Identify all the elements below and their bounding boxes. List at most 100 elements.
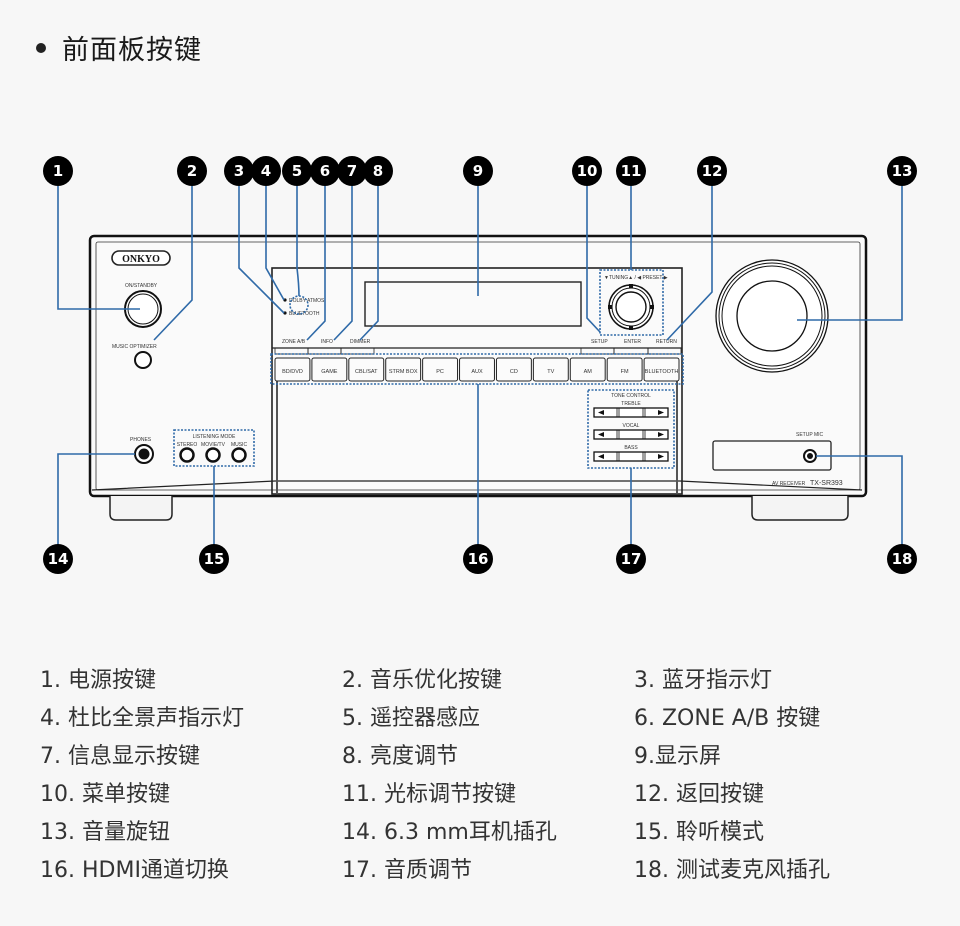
legend-item: 10. 菜单按键 [40, 782, 170, 807]
callout-number: 11 [621, 162, 642, 180]
stereo-button[interactable] [179, 447, 195, 463]
input-selector-label: BD/DVD [282, 369, 303, 375]
bluetooth-led-label: BLUETOOTH [289, 311, 320, 317]
input-selector-button[interactable] [643, 357, 680, 382]
callout-badge [887, 156, 917, 186]
music-optimizer-label: MUSIC OPTIMIZER [112, 344, 157, 350]
tone-slider[interactable] [593, 451, 669, 462]
input-selector-button[interactable] [495, 357, 532, 382]
legend-item: 13. 音量旋钮 [40, 820, 170, 845]
callout-number: 17 [621, 550, 642, 568]
callout-number: 15 [204, 550, 225, 568]
input-selector-highlight [270, 353, 684, 385]
music-optimizer-button[interactable] [134, 351, 152, 369]
input-selector-label: TV [547, 369, 554, 375]
callout-badge [616, 544, 646, 574]
tuning-preset-label: ▼TUNING▲ / ◀ PRESET ▶ [604, 275, 668, 281]
input-selector-button[interactable] [606, 357, 643, 382]
tone-row-label: VOCAL [623, 423, 640, 429]
legend-item: 3. 蓝牙指示灯 [634, 668, 772, 693]
info-label: INFO [321, 339, 333, 345]
input-selector-label: AM [584, 369, 593, 375]
input-selector-label: CD [510, 369, 518, 375]
movie-tv-label: MOVIE/TV [201, 442, 226, 448]
front-panel-diagram: ONKYO ON/STANDBY MUSIC OPTIMIZER DOLBY A… [43, 156, 917, 574]
legend-item: 1. 电源按键 [40, 668, 156, 693]
volume-knob[interactable] [715, 259, 829, 373]
callout-badge [251, 156, 281, 186]
callout-number: 12 [702, 162, 723, 180]
callout-badge [887, 544, 917, 574]
callout-number: 4 [261, 162, 271, 180]
legend-item: 18. 测试麦克风插孔 [634, 858, 830, 883]
music-label: MUSIC [231, 442, 248, 448]
arrow-right-icon[interactable] [658, 432, 664, 437]
music-button[interactable] [231, 447, 247, 463]
callout-badge [572, 156, 602, 186]
dimmer-label: DIMMER [350, 339, 371, 345]
phones-jack[interactable] [134, 444, 154, 464]
callout-badge [224, 156, 254, 186]
tone-control-label: TONE CONTROL [611, 393, 651, 399]
arrow-right-icon[interactable] [658, 454, 664, 459]
tone-row-label: TREBLE [621, 401, 641, 407]
callout-badge [337, 156, 367, 186]
callout-number: 10 [577, 162, 598, 180]
callout-number: 13 [892, 162, 913, 180]
callout-number: 8 [373, 162, 383, 180]
input-selector-button[interactable] [459, 357, 495, 382]
input-selector-button[interactable] [385, 357, 422, 382]
callout-badge [463, 544, 493, 574]
setup-mic-label: SETUP MIC [796, 432, 824, 438]
input-selector-label: GAME [321, 369, 338, 375]
legend-item: 12. 返回按键 [634, 782, 764, 807]
callout-badge [310, 156, 340, 186]
dimmer-button[interactable] [340, 347, 375, 355]
callout-number: 3 [234, 162, 244, 180]
power-button[interactable] [124, 290, 162, 328]
input-selector-button[interactable] [274, 357, 311, 382]
enter-label: ENTER [624, 339, 641, 345]
arrow-left-icon[interactable] [598, 432, 604, 437]
movie-tv-button[interactable] [205, 447, 221, 463]
input-selector-button[interactable] [348, 357, 385, 382]
zone-label: ZONE A/B [282, 339, 306, 345]
tone-slider[interactable] [593, 407, 669, 418]
input-selector-button[interactable] [532, 357, 569, 382]
tone-slider[interactable] [593, 429, 669, 440]
callout-badge [177, 156, 207, 186]
input-selector-button[interactable] [569, 357, 606, 382]
legend-item: 8. 亮度调节 [342, 744, 458, 769]
return-label: RETURN [656, 339, 677, 345]
legend-item: 9.显示屏 [634, 744, 721, 769]
callout-number: 14 [48, 550, 69, 568]
input-selector-label: BLUETOOTH [645, 369, 679, 375]
right-foot [751, 496, 849, 521]
arrow-right-icon[interactable] [658, 410, 664, 415]
callout-number: 9 [473, 162, 483, 180]
input-selector-button[interactable] [311, 357, 348, 382]
arrow-left-icon[interactable] [598, 454, 604, 459]
input-selector-label: PC [436, 369, 444, 375]
callout-badge [199, 544, 229, 574]
input-selector-button[interactable] [422, 357, 459, 382]
display-screen [364, 281, 582, 327]
model-number: TX-SR393 [810, 480, 843, 487]
legend-item: 15. 聆听模式 [634, 820, 764, 845]
callout-badge [43, 544, 73, 574]
input-selector-label: CBL/SAT [355, 369, 378, 375]
legend-item: 11. 光标调节按键 [342, 782, 516, 807]
leader-lines [57, 186, 903, 545]
stereo-label: STEREO [177, 442, 198, 448]
section-title: 前面板按键 [62, 35, 202, 66]
callout-number: 2 [187, 162, 197, 180]
callout-number: 7 [347, 162, 357, 180]
setup-mic-jack[interactable] [803, 449, 817, 463]
legend-item: 7. 信息显示按键 [40, 744, 200, 769]
section-header: 前面板按键 [36, 28, 202, 67]
cursor-dial[interactable] [608, 284, 654, 330]
arrow-left-icon[interactable] [598, 410, 604, 415]
legend-item: 6. ZONE A/B 按键 [634, 706, 821, 731]
